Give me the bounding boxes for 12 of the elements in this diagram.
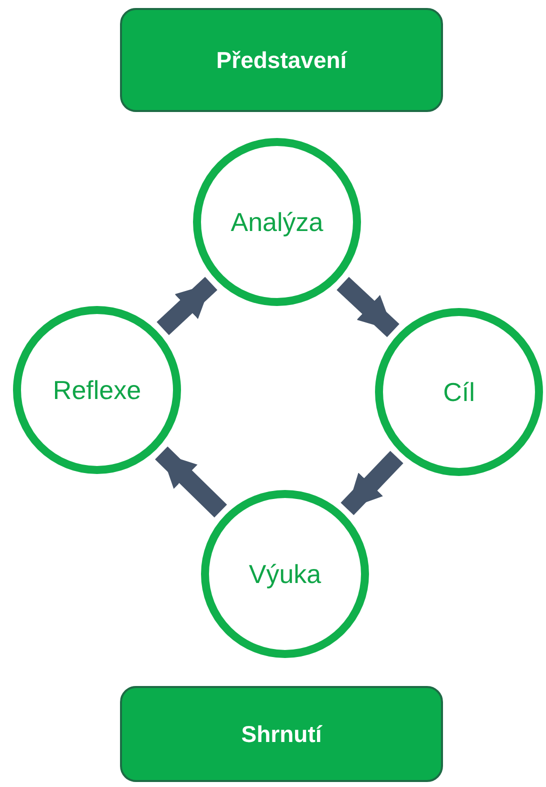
stage-label: Představení [216,46,347,74]
block-arrow [155,446,227,518]
stage-box [120,8,443,112]
block-arrow [336,276,400,338]
block-arrow [156,276,218,336]
stage-box [120,686,443,782]
step-label: Cíl [443,376,475,408]
block-arrow [340,450,404,516]
step-label: Analýza [230,206,324,238]
stage-label: Shrnutí [241,720,322,748]
step-label: Reflexe [52,374,142,406]
step-label: Výuka [248,558,322,590]
